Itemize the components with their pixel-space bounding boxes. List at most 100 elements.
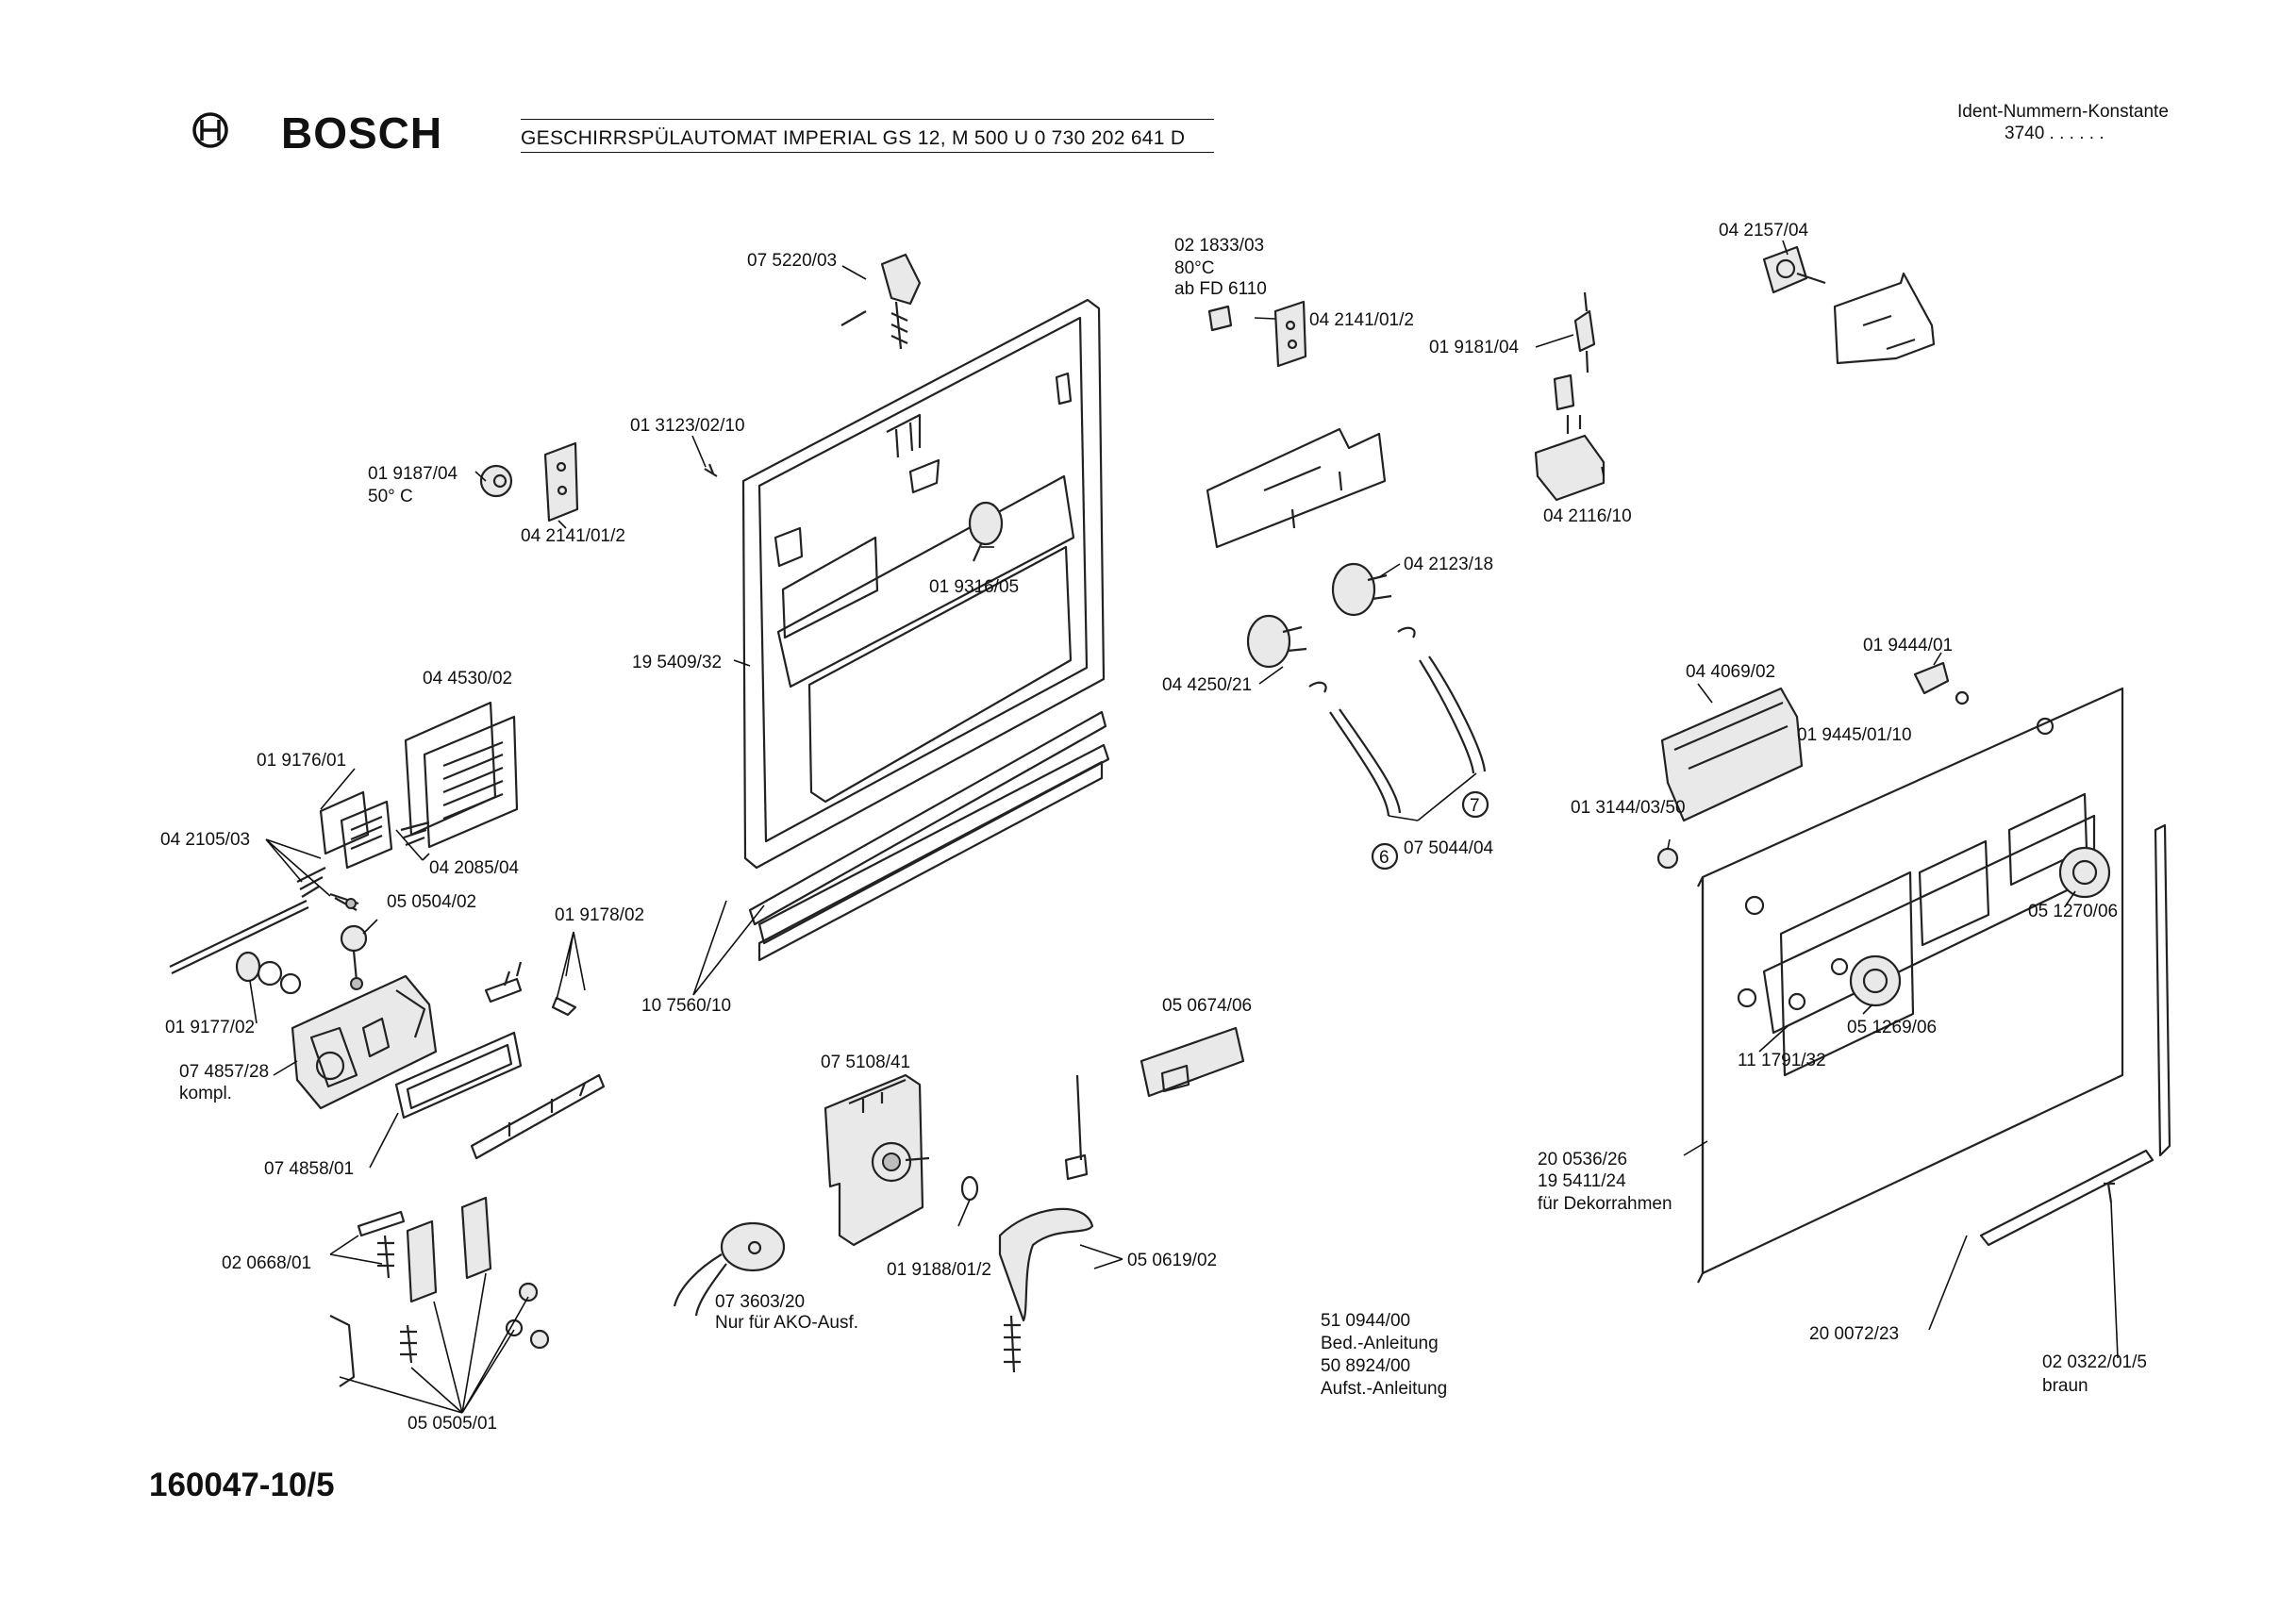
program-timer-part <box>824 1073 930 1247</box>
washer-screw-part <box>505 1319 550 1350</box>
brand-name: BOSCH <box>281 108 443 158</box>
screw-part-1 <box>518 1282 539 1302</box>
mounting-bracket-part <box>1206 427 1387 549</box>
program-knob-part <box>1849 954 1902 1007</box>
bosch-armature-logo-icon <box>191 111 229 154</box>
label-200072-23: 20 0072/23 <box>1809 1324 1899 1344</box>
clip-part <box>551 996 577 1017</box>
title-rule-bottom <box>521 152 1214 153</box>
label-050619-02: 05 0619/02 <box>1127 1251 1217 1270</box>
leader-lines <box>249 240 2119 1414</box>
label-074858-01: 07 4858/01 <box>264 1159 354 1179</box>
callout-circle-6 <box>1371 842 1399 871</box>
callout-circle-7 <box>1461 790 1489 819</box>
label-019178-02: 01 9178/02 <box>555 905 644 925</box>
catch-part <box>484 961 523 1004</box>
label-020322: 02 0322/01/5 <box>2042 1352 2147 1372</box>
small-plate-part <box>357 1210 406 1237</box>
motor-part <box>673 1221 786 1317</box>
clamp-part <box>1308 681 1327 693</box>
grommet-part <box>1656 847 1679 870</box>
mounting-plate-part <box>1833 272 1936 365</box>
label-circle-6: 6 <box>1379 848 1389 868</box>
label-042141-left: 04 2141/01/2 <box>521 526 625 546</box>
thermostat-part <box>968 501 1004 562</box>
sensor-part <box>1573 291 1596 373</box>
label-073603-20: 07 3603/20 <box>715 1292 805 1312</box>
label-050674-06: 05 0674/06 <box>1162 996 1252 1016</box>
label-aufst-anleitung: Aufst.-Anleitung <box>1321 1379 1447 1399</box>
label-195411-24: 19 5411/24 <box>1538 1171 1626 1191</box>
label-013123: 01 3123/02/10 <box>630 416 745 436</box>
latch-part <box>840 253 922 350</box>
label-019176-01: 01 9176/01 <box>257 751 346 771</box>
label-019444-01: 01 9444/01 <box>1863 636 1953 655</box>
document-title: GESCHIRRSPÜLAUTOMAT IMPERIAL GS 12, M 50… <box>521 127 1186 149</box>
label-circle-7: 7 <box>1470 796 1480 816</box>
label-042116-10: 04 2116/10 <box>1543 506 1632 526</box>
document-number: 160047-10/5 <box>149 1467 335 1503</box>
label-019445: 01 9445/01/10 <box>1797 725 1912 745</box>
clamp-part-2 <box>1397 626 1416 639</box>
label-ako: Nur für AKO-Ausf. <box>715 1313 858 1333</box>
label-044250-21: 04 4250/21 <box>1162 675 1252 695</box>
hose-part-6 <box>1329 708 1402 817</box>
label-019188: 01 9188/01/2 <box>887 1260 991 1280</box>
label-074857-28: 07 4857/28 <box>179 1062 269 1082</box>
label-bed-anleitung: Bed.-Anleitung <box>1321 1334 1439 1353</box>
timer-knob-washer-part <box>960 1175 979 1202</box>
hinge-plate-part-2 <box>460 1196 492 1280</box>
label-200536-26: 20 0536/26 <box>1538 1150 1627 1169</box>
label-019177-02: 01 9177/02 <box>165 1018 255 1037</box>
label-019187-04: 01 9187/04 <box>368 464 458 484</box>
hose-part-7 <box>1419 655 1487 774</box>
spring-part-small <box>296 867 326 898</box>
door-handle-part <box>319 790 393 870</box>
spring-part <box>400 821 430 847</box>
label-019181-04: 01 9181/04 <box>1429 338 1520 357</box>
lock-assembly-part <box>291 974 438 1110</box>
filter-panel-part <box>404 701 519 849</box>
label-braun: braun <box>2042 1376 2088 1396</box>
sensor-part-2 <box>1553 373 1575 411</box>
air-break-part-2 <box>1331 562 1392 617</box>
screw-part <box>704 463 718 477</box>
spring-part-vertical <box>377 1235 394 1279</box>
fuse-holder-part <box>1534 415 1606 502</box>
indicator-light-part <box>1913 661 1970 705</box>
label-075044-04: 07 5044/04 <box>1404 838 1494 858</box>
label-042141-top: 04 2141/01/2 <box>1309 310 1414 330</box>
label-051270-06: 05 1270/06 <box>2028 902 2118 921</box>
label-042157-04: 04 2157/04 <box>1719 221 1809 241</box>
ident-number-label: Ident-Nummern-Konstante <box>1957 102 2169 122</box>
strike-bar-part <box>470 1073 606 1160</box>
cover-part <box>1140 1026 1245 1098</box>
label-042085-04: 04 2085/04 <box>429 858 520 878</box>
label-508924-00: 50 8924/00 <box>1321 1356 1410 1376</box>
dispenser-part <box>1660 687 1804 822</box>
label-019316-05: 01 9316/05 <box>929 577 1019 597</box>
bearing-part <box>235 951 302 995</box>
pressure-switch-part <box>1762 245 1826 294</box>
part-labels: 07 5220/03 02 1833/03 80°C ab FD 6110 04… <box>160 221 2147 1434</box>
label-107560-10: 10 7560/10 <box>641 996 731 1016</box>
title-rule-top <box>521 119 1214 120</box>
spring-part-lower <box>400 1324 417 1364</box>
ident-number-value: 3740 . . . . . . <box>2005 124 2105 143</box>
selector-knob-part <box>2058 846 2111 899</box>
label-abfd: ab FD 6110 <box>1174 279 1267 299</box>
label-020668-01: 02 0668/01 <box>222 1253 311 1273</box>
cam-knob-part <box>340 924 368 990</box>
key-clip-part <box>329 892 359 911</box>
screw-part-trim <box>2104 1182 2115 1203</box>
label-042123-18: 04 2123/18 <box>1404 555 1493 574</box>
label-075108-41: 07 5108/41 <box>821 1053 910 1072</box>
label-50c: 50° C <box>368 487 413 506</box>
door-spring-part <box>998 1074 1094 1373</box>
hinge-plate-part <box>406 1219 438 1303</box>
label-dekorrahmen: für Dekorrahmen <box>1538 1194 1672 1214</box>
label-021833-03: 02 1833/03 <box>1174 236 1264 256</box>
label-075220-03: 07 5220/03 <box>747 251 837 271</box>
label-kompl: kompl. <box>179 1084 232 1103</box>
